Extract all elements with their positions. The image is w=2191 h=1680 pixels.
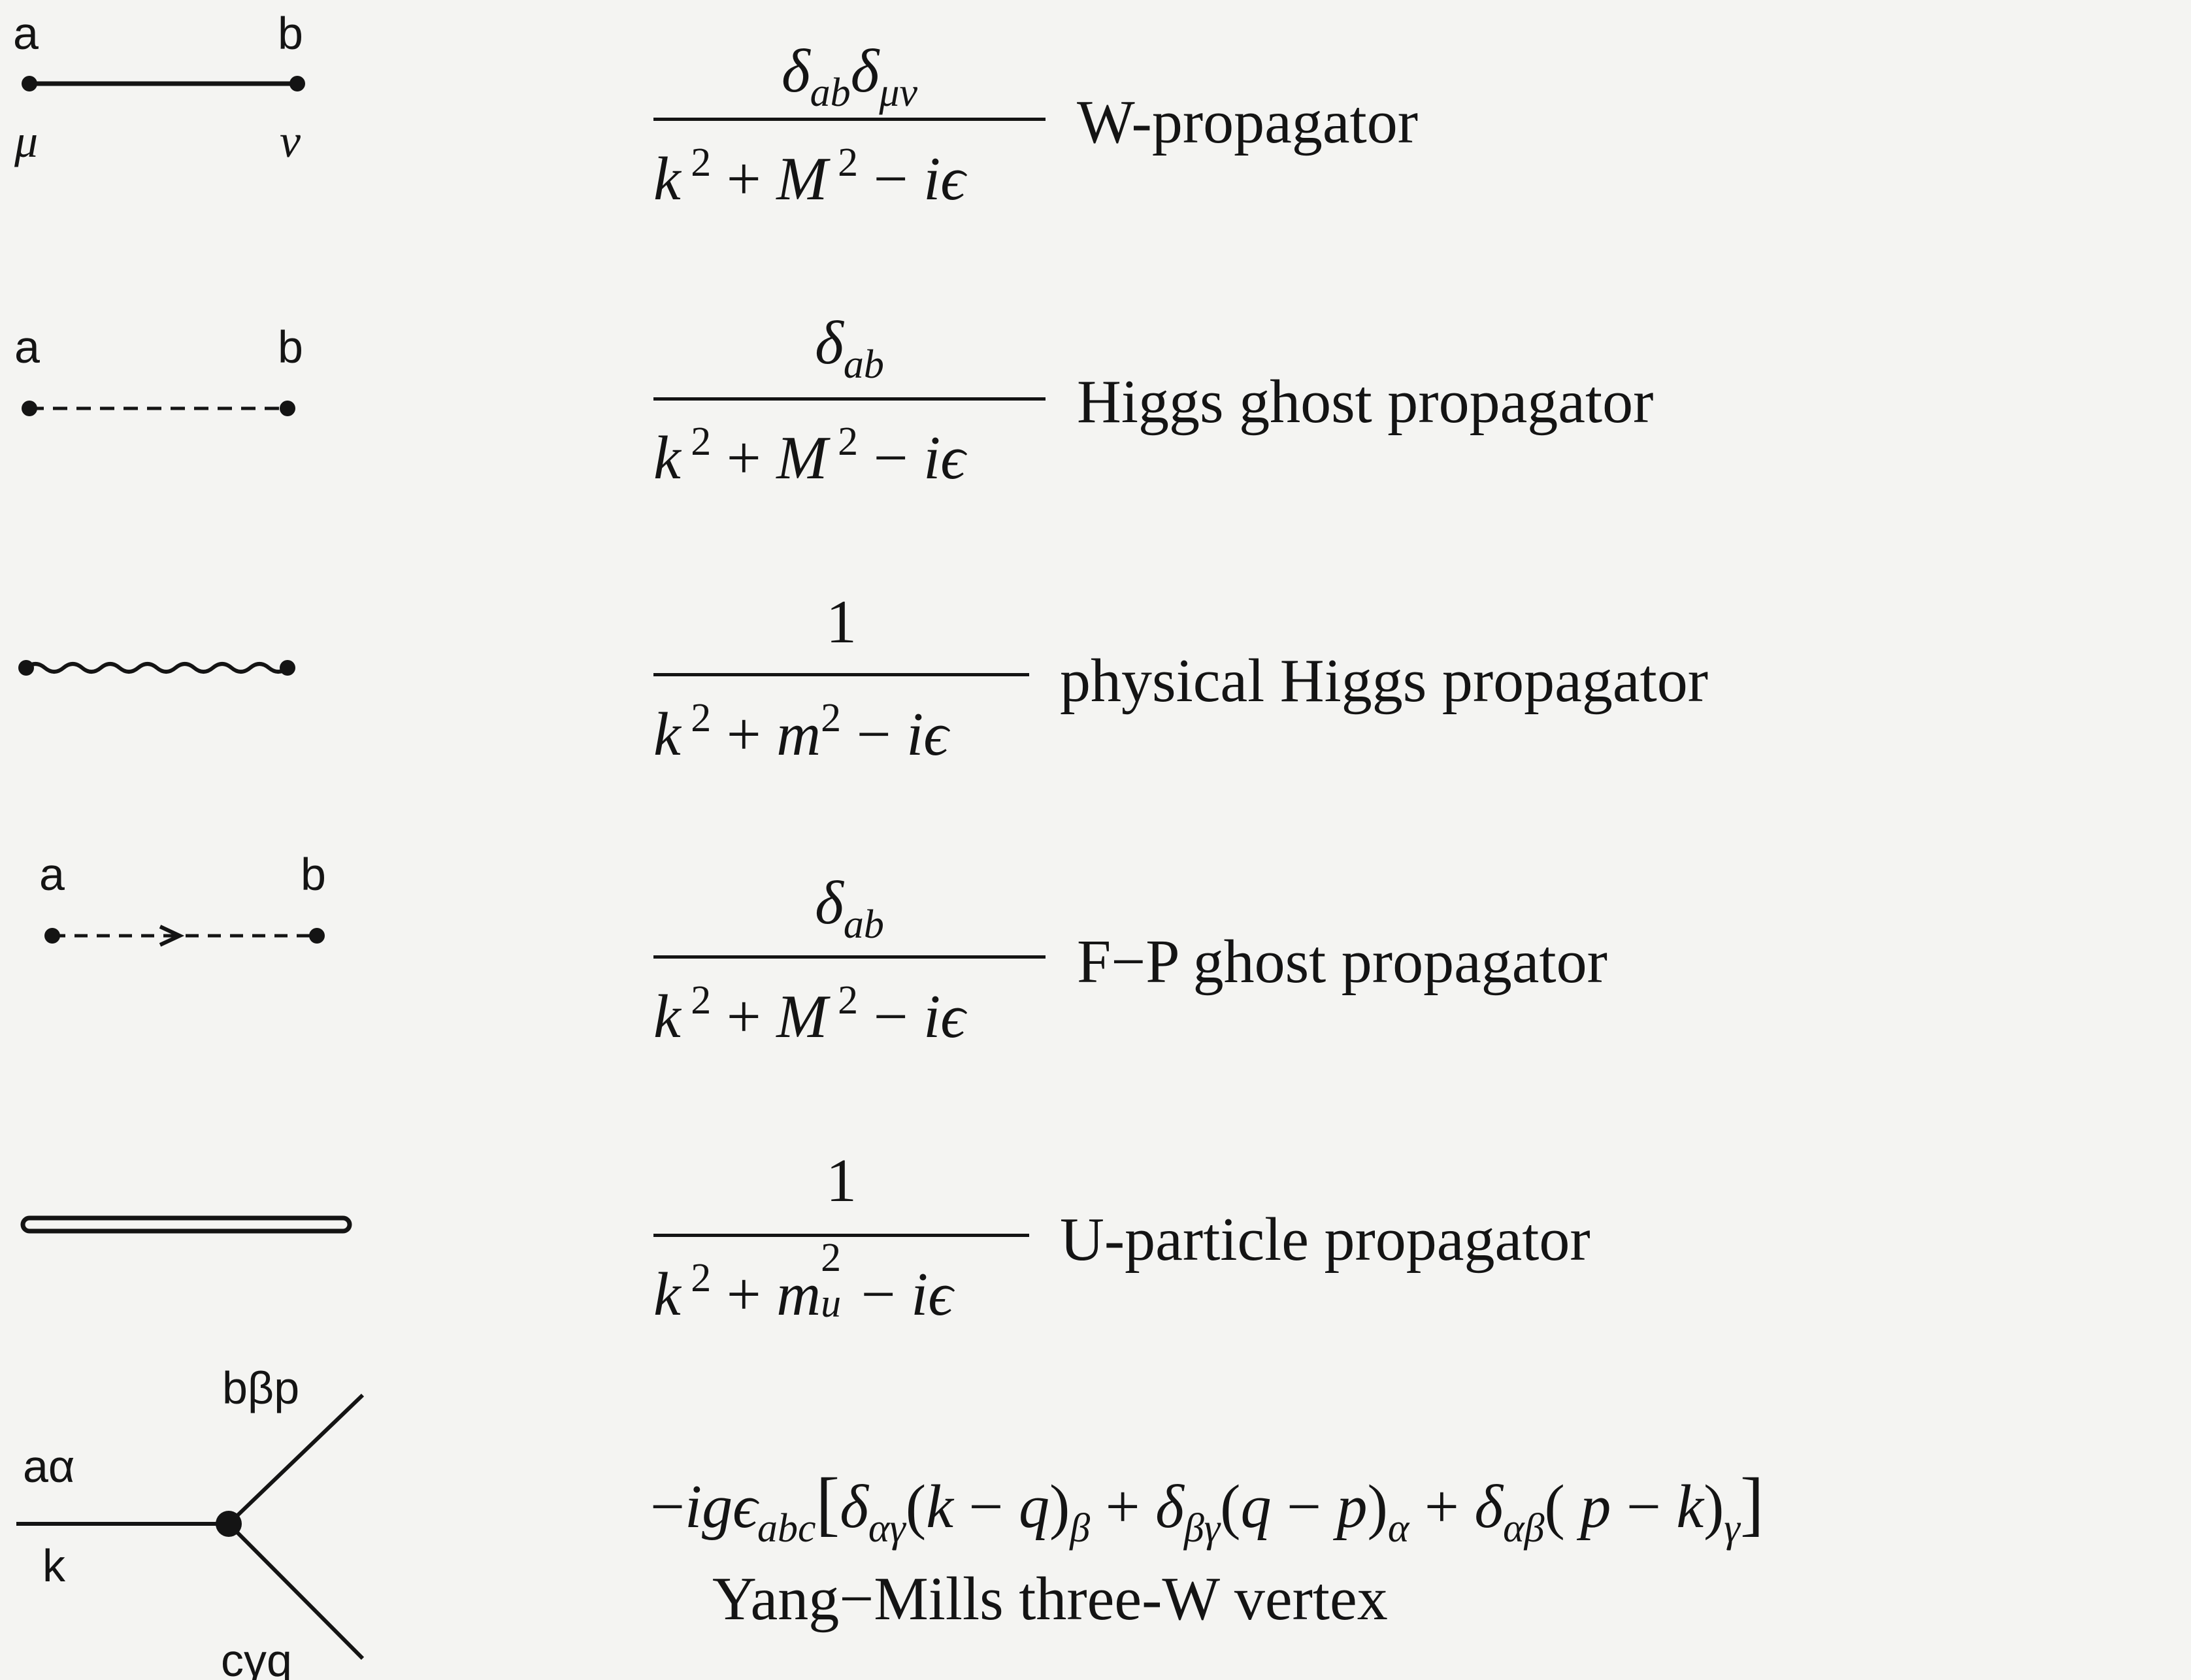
vertex-expression: −igϵabc[δαγ(k − q)β + δβγ(q − p)α + δαβ(… [650,1463,1764,1551]
w-label-mu: μ [14,115,38,167]
vertex-upper-line [227,1393,365,1526]
vertex-caption: Yang−Mills three-W vertex [712,1565,1388,1633]
higgs-ghost-fraction-bar [653,397,1046,401]
u-particle-numerator: 1 [826,1147,857,1215]
higgs-ghost-diagram: a b [14,321,303,416]
w-numerator: δabδμν [781,37,918,115]
fp-ghost-label-b: b [301,849,326,900]
physical-higgs-diagram [18,660,295,676]
vertex-label-in: aα [23,1441,74,1492]
fp-ghost-denominator: k 2 + M 2 − iϵ [653,978,966,1051]
w-fraction-bar [653,118,1046,121]
fp-ghost-arrow-icon [159,925,185,947]
fp-ghost-fraction-bar [653,955,1046,959]
w-label-nu: ν [280,115,301,167]
physical-higgs-denominator: k 2 + m2 − iϵ [653,696,949,768]
vertex-label-upper: bβp [222,1362,299,1413]
physical-higgs-caption: physical Higgs propagator [1060,647,1709,715]
w-denominator: k 2 + M 2 − iϵ [653,140,966,213]
u-particle-double-line [20,1215,352,1234]
vertex-label-k: k [42,1540,66,1591]
fp-ghost-caption: F−P ghost propagator [1077,928,1607,996]
higgs-ghost-denominator: k 2 + M 2 − iϵ [653,420,966,492]
u-particle-fraction-bar [653,1234,1029,1237]
higgs-ghost-numerator: δab [815,309,884,387]
higgs-ghost-dot-right [280,401,295,416]
vertex-center-dot [216,1511,242,1537]
physical-higgs-fraction-bar [653,673,1029,676]
physical-higgs-wavy-line [25,662,289,674]
physical-higgs-dot-left [18,660,34,676]
w-vertex-dot-left [22,76,37,91]
vertex-lower-line [227,1522,365,1660]
w-label-a: a [13,8,39,59]
fp-ghost-numerator: δab [815,869,884,947]
fp-ghost-dot-left [44,928,60,944]
u-particle-diagram [20,1215,352,1234]
u-particle-caption: U-particle propagator [1060,1206,1590,1274]
w-caption: W-propagator [1077,88,1419,156]
higgs-ghost-dot-left [22,401,37,416]
higgs-ghost-caption: Higgs ghost propagator [1077,368,1654,436]
fp-ghost-dot-right [309,928,325,944]
fp-ghost-label-a: a [39,849,65,900]
physical-higgs-numerator: 1 [826,588,857,656]
vertex-label-lower: cγq [221,1635,292,1680]
w-propagator-diagram: a b μ ν [13,8,305,167]
physical-higgs-dot-right [280,660,295,676]
fp-ghost-diagram: a b [39,849,326,947]
higgs-ghost-label-b: b [278,321,303,372]
higgs-ghost-label-a: a [14,321,40,372]
three-w-vertex-diagram: bβp aα k cγq [16,1362,365,1680]
w-vertex-dot-right [289,76,305,91]
w-label-b: b [278,8,303,59]
